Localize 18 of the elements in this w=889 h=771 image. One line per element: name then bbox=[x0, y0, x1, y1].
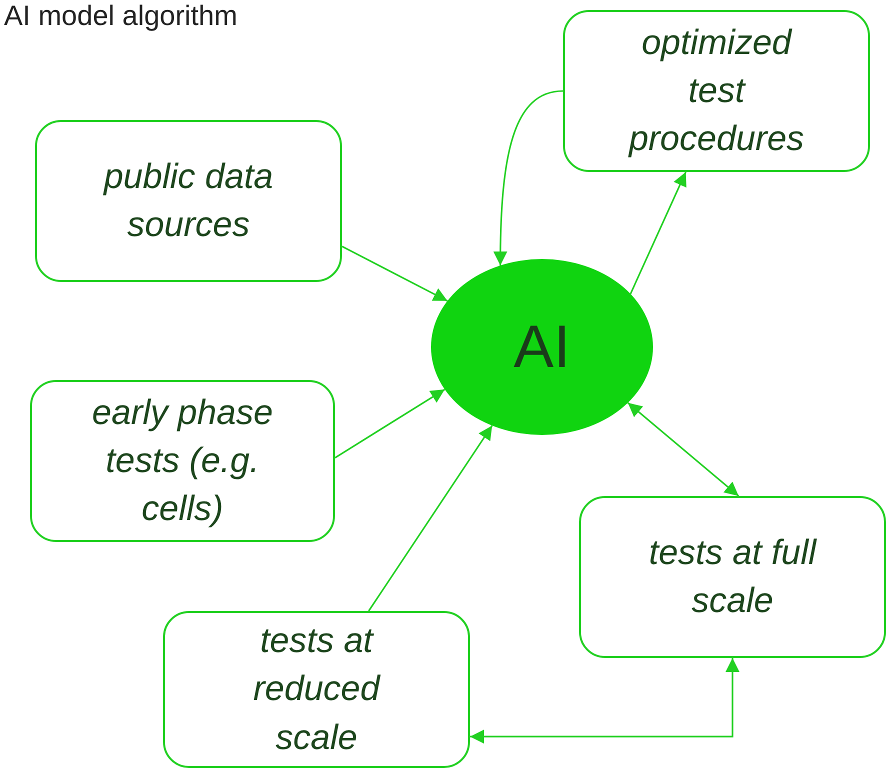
arrow bbox=[470, 658, 740, 744]
node-label: tests at full scale bbox=[648, 532, 818, 622]
rounded-box bbox=[35, 120, 342, 282]
rounded-box bbox=[563, 10, 870, 172]
arrow bbox=[627, 402, 740, 497]
arrow bbox=[334, 388, 446, 458]
node-label: optimized test procedures bbox=[627, 22, 806, 160]
node-label: tests at reduced scale bbox=[252, 620, 382, 759]
arrow bbox=[342, 246, 448, 302]
arrow bbox=[493, 90, 564, 266]
node-label: early phase tests (e.g. cells) bbox=[91, 392, 274, 530]
node-label: public data sources bbox=[102, 156, 274, 246]
node-label: AI bbox=[514, 317, 570, 377]
arrow bbox=[368, 425, 493, 612]
rounded-box bbox=[30, 380, 335, 542]
diagram-title: AI model algorithm bbox=[4, 0, 238, 32]
rounded-box bbox=[579, 496, 886, 658]
rounded-box bbox=[163, 611, 470, 768]
